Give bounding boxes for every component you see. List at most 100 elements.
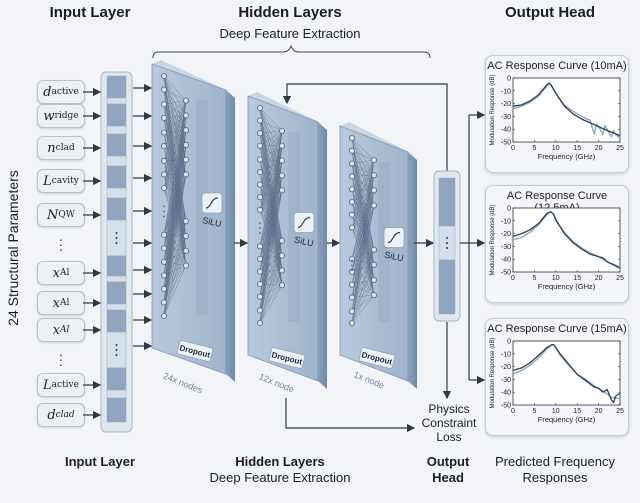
neuron-node <box>160 129 167 136</box>
connection-line <box>259 160 283 259</box>
connection-line <box>351 205 375 285</box>
neuron-node <box>348 308 355 315</box>
neuron-node <box>182 141 189 148</box>
output-branch-connector <box>460 115 470 380</box>
connection-line <box>163 100 187 317</box>
connection-line <box>163 144 187 317</box>
input-cell <box>106 197 127 221</box>
y-tick-label: 0 <box>507 76 511 83</box>
panel-side <box>318 122 327 389</box>
footer-output-line2: Head <box>432 470 464 485</box>
y-axis-label: Modulation Response (dB) <box>490 337 496 408</box>
neuron-node <box>160 171 167 178</box>
connection-line <box>163 146 187 222</box>
input-cell <box>106 103 127 127</box>
y-tick-label: -10 <box>501 351 511 358</box>
connection-line <box>351 258 375 265</box>
neuron-node <box>160 157 167 164</box>
activation-curve <box>297 216 311 229</box>
plot-area <box>512 207 621 273</box>
connection-line <box>351 214 375 296</box>
connection-line <box>351 176 375 265</box>
output-cell <box>438 291 456 315</box>
connection-line <box>351 160 375 298</box>
parameter-symbol: L <box>43 173 52 189</box>
neuron-node <box>160 272 167 279</box>
input-cell <box>106 187 127 199</box>
neuron-node <box>160 312 167 319</box>
panel-top <box>340 122 417 156</box>
neuron-node <box>256 194 263 201</box>
ellipsis-dot <box>115 349 118 351</box>
input-cell <box>106 125 127 135</box>
neuron-node <box>370 202 377 209</box>
connection-line <box>351 214 375 281</box>
connection-line <box>259 130 283 324</box>
connection-line <box>259 285 283 311</box>
parameter-subscript: QW <box>58 210 75 220</box>
hidden-layers-brace <box>152 44 431 59</box>
ellipsis-dot <box>115 354 118 356</box>
connection-line <box>259 175 283 272</box>
parameter-ellipsis: ··· <box>58 346 64 372</box>
ellipsis-dot <box>115 232 118 234</box>
connection-line <box>259 130 283 272</box>
panel-side <box>408 152 417 389</box>
x-tick-label: 0 <box>511 145 515 152</box>
connection-line <box>259 130 283 185</box>
input-cell <box>106 389 127 399</box>
footer-input-layer: Input Layer <box>64 454 136 469</box>
connection-line <box>163 89 187 222</box>
connection-line <box>163 130 187 317</box>
neuron-node <box>256 117 263 124</box>
neuron-node <box>160 101 167 108</box>
connection-line <box>259 130 283 134</box>
connection-line <box>351 159 375 177</box>
connection-line <box>259 197 283 241</box>
dropout-badge <box>268 347 306 369</box>
connection-line <box>351 163 375 265</box>
x-axis-label: Frequency (GHz) <box>538 415 596 424</box>
parameter-subscript: clad <box>55 143 75 153</box>
parameter-subscript: active <box>51 380 79 390</box>
x-tick-label: 0 <box>511 275 515 282</box>
neuron-node <box>348 186 355 193</box>
connection-line <box>351 271 375 296</box>
connection-line <box>351 189 375 206</box>
x-tick-label: 15 <box>573 408 581 415</box>
connection-line <box>351 201 375 206</box>
x-axis-label: Frequency (GHz) <box>538 282 596 291</box>
connection-line <box>259 255 283 324</box>
parameter-subscript: Al <box>59 325 70 335</box>
input-cell <box>106 155 127 167</box>
connection-line <box>351 175 375 324</box>
footer-output-line1: Output <box>426 454 470 469</box>
neuron-node <box>348 147 355 154</box>
connection-line <box>351 264 375 324</box>
connection-line <box>351 160 375 324</box>
panel-top <box>248 92 327 126</box>
parameter-ellipsis: ··· <box>58 231 64 257</box>
connection-line <box>351 163 375 250</box>
connection-line <box>163 100 187 105</box>
neuron-node <box>160 231 167 238</box>
connection-line <box>163 75 187 101</box>
parameter-symbol: x <box>52 295 60 311</box>
ellipsis-dot <box>163 205 165 208</box>
input-cell <box>106 281 127 305</box>
connection-line <box>351 227 375 296</box>
neuron-node <box>348 281 355 288</box>
connection-line <box>351 160 375 215</box>
connection-line <box>351 176 375 250</box>
x-tick-label: 5 <box>532 275 536 282</box>
ellipsis-dot <box>115 242 118 244</box>
parameter-symbol: n <box>47 140 56 156</box>
connection-line <box>259 145 283 160</box>
neuron-node <box>160 86 167 93</box>
neuron-node <box>256 243 263 250</box>
connection-line <box>351 160 375 272</box>
input-cell <box>106 309 127 333</box>
